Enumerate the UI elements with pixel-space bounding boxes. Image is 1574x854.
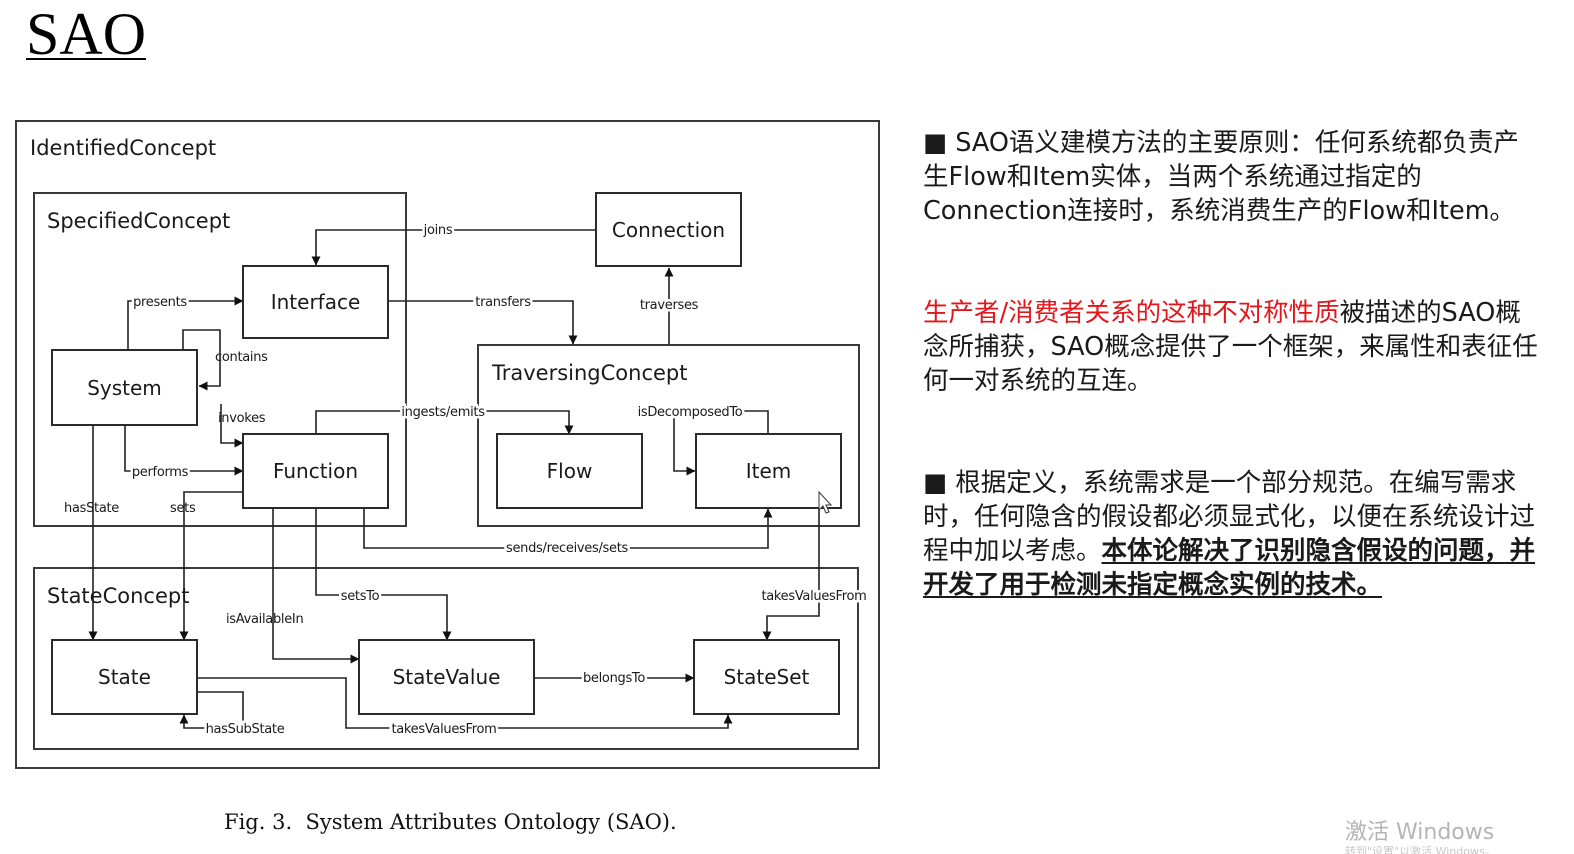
function-label: Function (273, 459, 358, 483)
state-node (51, 639, 198, 715)
windows-activation-subtext: 转到"设置"以激活 Windows。 (1345, 845, 1496, 854)
invokes-label: invokes (218, 411, 266, 426)
sets-label: sets (170, 501, 196, 516)
svg-text:setsTo: setsTo (341, 589, 380, 604)
svg-text:hasSubState: hasSubState (206, 722, 285, 737)
diagram-edges (88, 229, 820, 729)
sends-receives-sets-label: sends/receives/sets (506, 541, 629, 556)
svg-text:takesValuesFrom: takesValuesFrom (391, 722, 496, 737)
system-node (51, 349, 198, 426)
edge-is-decomposed-to (673, 410, 769, 476)
svg-text:transfers: transfers (475, 295, 531, 310)
interface-node (242, 265, 389, 339)
item-node (695, 433, 842, 509)
svg-text:presents: presents (133, 295, 187, 310)
edge-sets (179, 491, 243, 641)
windows-activation-watermark: 激活 Windows (1345, 820, 1495, 845)
function-node (242, 433, 389, 509)
mouse-cursor-icon (818, 490, 833, 514)
edge-sets-to (315, 508, 452, 641)
edge-ingests-emits (315, 410, 574, 435)
state-concept-frame (33, 567, 859, 750)
statevalue-node (358, 639, 535, 715)
takes-values-from-item-label: takesValuesFrom (761, 589, 866, 604)
requirements-paragraph: ■ 根据定义，系统需求是一个部分规范。在编写需求时，任何隐含的假设都必须显式化，… (923, 466, 1541, 602)
asymmetry-highlight: 生产者/消费者关系的这种不对称性质 (923, 298, 1340, 328)
edge-presents (127, 296, 244, 350)
interface-label: Interface (271, 290, 361, 314)
svg-text:takesValuesFrom: takesValuesFrom (761, 589, 866, 604)
is-available-in-label: isAvailableIn (226, 612, 303, 627)
edge-contains (182, 329, 221, 391)
edge-has-sub-state (179, 691, 244, 729)
ingests-emits-label: ingests/emits (401, 405, 485, 420)
asymmetry-rest: 被描述的SAO概念所捕获，SAO概念提供了一个框架，来属性和表征任何一对系统的互… (923, 298, 1538, 396)
presents-label: presents (133, 295, 187, 310)
stateset-label: StateSet (724, 665, 810, 689)
specified-concept-frame (33, 192, 407, 527)
joins-label: joins (423, 223, 453, 238)
identified-concept-label: IdentifiedConcept (30, 136, 216, 160)
flow-node (496, 433, 643, 509)
connection-label: Connection (612, 218, 725, 242)
connection-node (595, 192, 742, 267)
svg-text:traverses: traverses (640, 298, 699, 313)
sets-to-label: setsTo (341, 589, 380, 604)
traverses-label: traverses (640, 298, 699, 313)
edge-transfers (388, 300, 578, 345)
edge-invokes (220, 404, 244, 448)
has-state-label: hasState (64, 501, 119, 516)
svg-text:isDecomposedTo: isDecomposedTo (638, 405, 743, 420)
svg-text:sends/receives/sets: sends/receives/sets (506, 541, 629, 556)
svg-text:belongsTo: belongsTo (583, 671, 645, 686)
edge-performs (124, 426, 244, 476)
svg-text:joins: joins (423, 223, 453, 238)
belongs-to-label: belongsTo (583, 671, 645, 686)
has-sub-state-label: hasSubState (206, 722, 285, 737)
principle-paragraph: ■ SAO语义建模方法的主要原则：任何系统都负责产生Flow和Item实体，当两… (923, 128, 1519, 226)
requirements-emphasis: 本体论解决了识别隐含假设的问题，并开发了用于检测未指定概念实例的技术。 (923, 536, 1536, 600)
edge-is-available-in (272, 508, 360, 664)
svg-text:ingests/emits: ingests/emits (401, 405, 485, 420)
slide-title: SAO (26, 1, 147, 67)
edge-sends-receives-sets (363, 508, 773, 549)
performs-label: performs (132, 465, 189, 480)
contains-label: contains (215, 350, 268, 365)
edge-takes-values-from-item (762, 508, 820, 641)
requirements-plain: ■ 根据定义，系统需求是一个部分规范。在编写需求时，任何隐含的假设都必须显式化，… (923, 468, 1536, 566)
identified-concept-frame (15, 120, 880, 769)
is-decomposed-to-label: isDecomposedTo (638, 405, 743, 420)
statevalue-label: StateValue (393, 665, 501, 689)
edge-takes-values-from-state (198, 677, 733, 729)
state-label: State (98, 665, 151, 689)
takes-values-from-state-label: takesValuesFrom (391, 722, 496, 737)
stateset-node (693, 639, 840, 715)
svg-text:performs: performs (132, 465, 189, 480)
transfers-label: transfers (475, 295, 531, 310)
figure-caption: Fig. 3. System Attributes Ontology (SAO)… (224, 810, 677, 834)
asymmetry-paragraph: 生产者/消费者关系的这种不对称性质被描述的SAO概念所捕获，SAO概念提供了一个… (923, 296, 1541, 398)
edge-label-halos: joins presents transfers traverses inges… (129, 221, 869, 740)
item-label: Item (746, 459, 792, 483)
system-label: System (87, 376, 162, 400)
specified-concept-label: SpecifiedConcept (47, 209, 230, 233)
state-concept-label: StateConcept (47, 584, 189, 608)
traversing-concept-label: TraversingConcept (491, 361, 688, 385)
flow-label: Flow (547, 459, 593, 483)
edge-joins (311, 229, 596, 266)
